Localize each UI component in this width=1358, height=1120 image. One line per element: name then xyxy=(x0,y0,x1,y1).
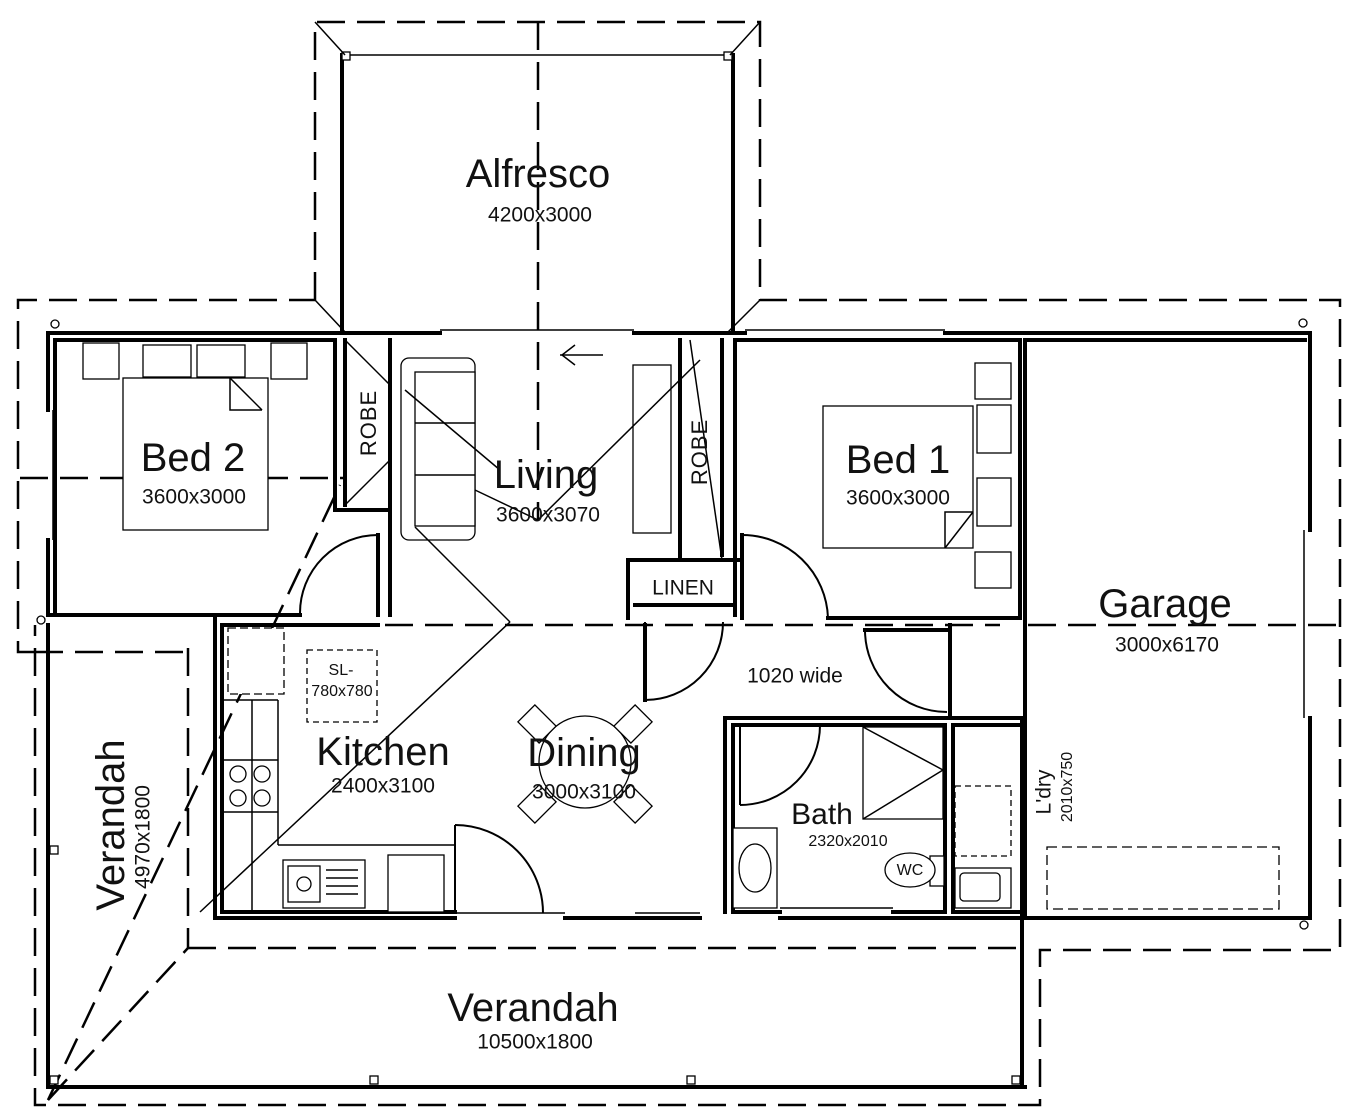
bed-2-name: Bed 2 xyxy=(140,436,246,480)
robe-left-label: ROBE xyxy=(356,389,381,457)
alfresco-name: Alfresco xyxy=(465,152,611,196)
dining-furniture xyxy=(516,703,654,825)
robe-right-label: ROBE xyxy=(687,418,712,486)
bed-2-furniture xyxy=(82,339,391,531)
alfresco-structure xyxy=(314,21,761,334)
bath-size: 2320x2010 xyxy=(808,833,888,850)
interior-walls xyxy=(53,338,1307,920)
dining-size: 3000x3100 xyxy=(532,780,636,804)
alfresco-size: 4200x3000 xyxy=(488,203,592,227)
verandah-side-size: 4970x1800 xyxy=(131,785,155,889)
fridge-label-line1: SL- xyxy=(328,662,354,679)
laundry-name: L'dry xyxy=(1032,769,1056,815)
hall-width-label: 1020 wide xyxy=(747,664,843,688)
posts xyxy=(36,318,1309,1089)
linen-label: LINEN xyxy=(652,576,714,600)
bath-name: Bath xyxy=(791,798,853,831)
living-name: Living xyxy=(493,453,599,497)
bed-2-size: 3600x3000 xyxy=(142,485,246,509)
garage-name: Garage xyxy=(1098,582,1232,626)
verandah-front-size: 10500x1800 xyxy=(477,1030,593,1054)
bed-1-furniture xyxy=(822,362,1012,589)
verandah-front-name: Verandah xyxy=(447,986,619,1030)
living-size: 3600x3070 xyxy=(496,503,600,527)
bed-1-size: 3600x3000 xyxy=(846,486,950,510)
laundry-size: 2010x750 xyxy=(1059,751,1076,823)
dining-name: Dining xyxy=(527,731,641,775)
verandah-side-name: Verandah xyxy=(89,739,133,911)
kitchen-size: 2400x3100 xyxy=(331,774,435,798)
kitchen-name: Kitchen xyxy=(316,730,450,774)
kitchen-furniture xyxy=(222,627,455,913)
bath-fixtures xyxy=(732,726,1280,910)
door-swings xyxy=(299,534,948,914)
garage-size: 3000x6170 xyxy=(1115,633,1219,657)
fridge-label-line2: 780x780 xyxy=(311,683,373,700)
roof-outline xyxy=(16,20,1342,1107)
bed-1-name: Bed 1 xyxy=(845,438,951,482)
wc-label: WC xyxy=(896,862,924,879)
